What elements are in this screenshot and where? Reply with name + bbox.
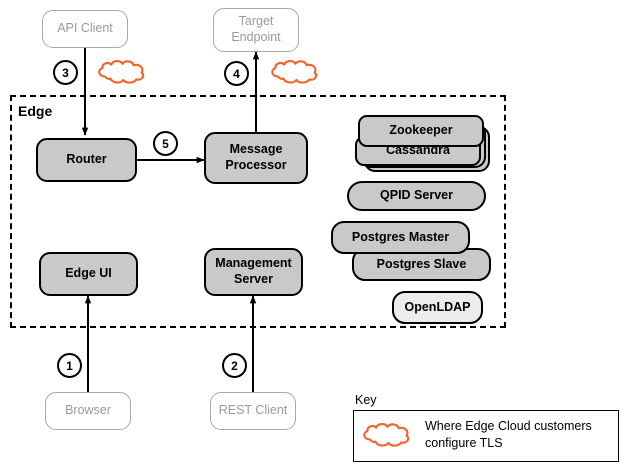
cloud-icon-step-4: [271, 60, 318, 84]
node-message-processor-line1: Message: [229, 142, 283, 157]
node-browser[interactable]: Browser: [45, 392, 131, 430]
step-badge-1: 1: [57, 353, 82, 378]
cloud-icon-step-3: [98, 60, 145, 84]
legend-entry-line2: configure TLS: [425, 435, 503, 450]
node-router[interactable]: Router: [36, 138, 137, 182]
node-management-server[interactable]: Management Server: [204, 248, 303, 296]
node-edge-ui[interactable]: Edge UI: [39, 252, 138, 296]
legend-entry-text: Where Edge Cloud customers configure TLS: [425, 418, 625, 452]
edge-region-boundary: [10, 95, 506, 328]
step-badge-5: 5: [153, 131, 178, 156]
node-message-processor[interactable]: Message Processor: [204, 132, 308, 184]
node-target-endpoint[interactable]: Target Endpoint: [213, 8, 299, 52]
step-badge-4: 4: [224, 61, 249, 86]
node-target-endpoint-line2: Endpoint: [231, 30, 281, 44]
node-openldap[interactable]: OpenLDAP: [392, 291, 483, 324]
node-postgres-master[interactable]: Postgres Master: [331, 221, 470, 254]
node-message-processor-line2: Processor: [225, 158, 287, 172]
node-target-endpoint-line1: Target: [238, 14, 274, 29]
node-zookeeper[interactable]: Zookeeper: [358, 115, 484, 147]
node-rest-client[interactable]: REST Client: [210, 392, 296, 430]
edge-region-label: Edge: [18, 103, 53, 119]
node-api-client[interactable]: API Client: [42, 10, 128, 48]
legend-cloud-icon: [363, 423, 410, 447]
node-qpid-server[interactable]: QPID Server: [347, 181, 486, 211]
step-badge-2: 2: [222, 353, 247, 378]
node-management-server-line1: Management: [215, 256, 292, 271]
legend-entry-line1: Where Edge Cloud customers: [425, 419, 592, 433]
step-badge-3: 3: [53, 60, 78, 85]
node-management-server-line2: Server: [234, 272, 273, 286]
legend-title: Key: [355, 393, 377, 407]
